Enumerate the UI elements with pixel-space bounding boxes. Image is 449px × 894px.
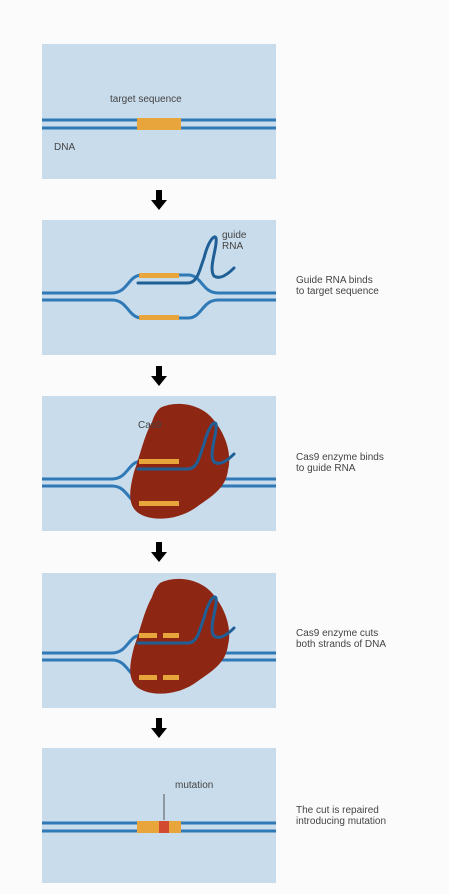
caption-cas9-cuts: Cas9 enzyme cuts both strands of DNA xyxy=(296,628,441,650)
panel-cas9-cuts xyxy=(42,573,276,708)
down-arrow-icon xyxy=(150,190,168,210)
dna-repair-illustration xyxy=(42,748,276,883)
panel-cas9-binds: Cas9 xyxy=(42,396,276,531)
cas9-label: Cas9 xyxy=(138,420,161,431)
target-strand-bottom xyxy=(139,315,179,320)
dna-label: DNA xyxy=(54,142,75,153)
mutation-label: mutation xyxy=(175,780,213,791)
caption-repair-mutation: The cut is repaired introducing mutation xyxy=(296,805,441,827)
panel-target-sequence: target sequence DNA xyxy=(42,44,276,179)
panel-guide-rna-binds: guide RNA xyxy=(42,220,276,355)
cas9-cutting-illustration xyxy=(42,573,276,708)
guide-rna-label: guide RNA xyxy=(222,230,252,252)
cas9-binding-illustration xyxy=(42,396,276,531)
caption-cas9-binds: Cas9 enzyme binds to guide RNA xyxy=(296,452,441,474)
dna-target-illustration xyxy=(42,44,276,179)
caption-guide-rna-binds: Guide RNA binds to target sequence xyxy=(296,275,441,297)
target-sequence-segment xyxy=(137,118,181,130)
panel-repair-mutation: mutation xyxy=(42,748,276,883)
mutation-site xyxy=(159,821,169,833)
down-arrow-icon xyxy=(150,718,168,738)
target-strand-top xyxy=(139,273,179,278)
down-arrow-icon xyxy=(150,542,168,562)
down-arrow-icon xyxy=(150,366,168,386)
target-sequence-label: target sequence xyxy=(110,94,182,105)
